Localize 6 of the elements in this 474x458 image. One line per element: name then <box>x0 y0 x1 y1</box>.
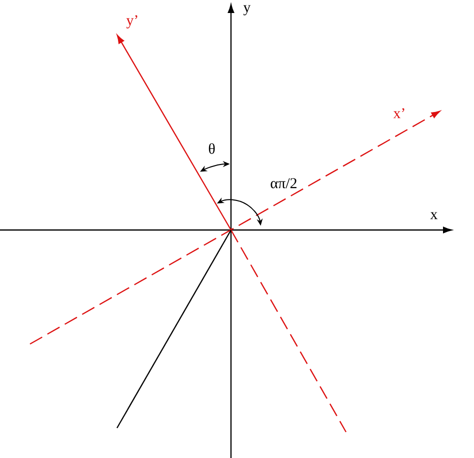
axis-label: x <box>430 212 438 220</box>
axis-label: y <box>243 5 251 16</box>
axis-label: y’ <box>126 15 138 28</box>
angle-label: θ <box>208 143 215 154</box>
axis-label: x’ <box>393 108 404 118</box>
angle-label: απ/2 <box>270 178 296 188</box>
